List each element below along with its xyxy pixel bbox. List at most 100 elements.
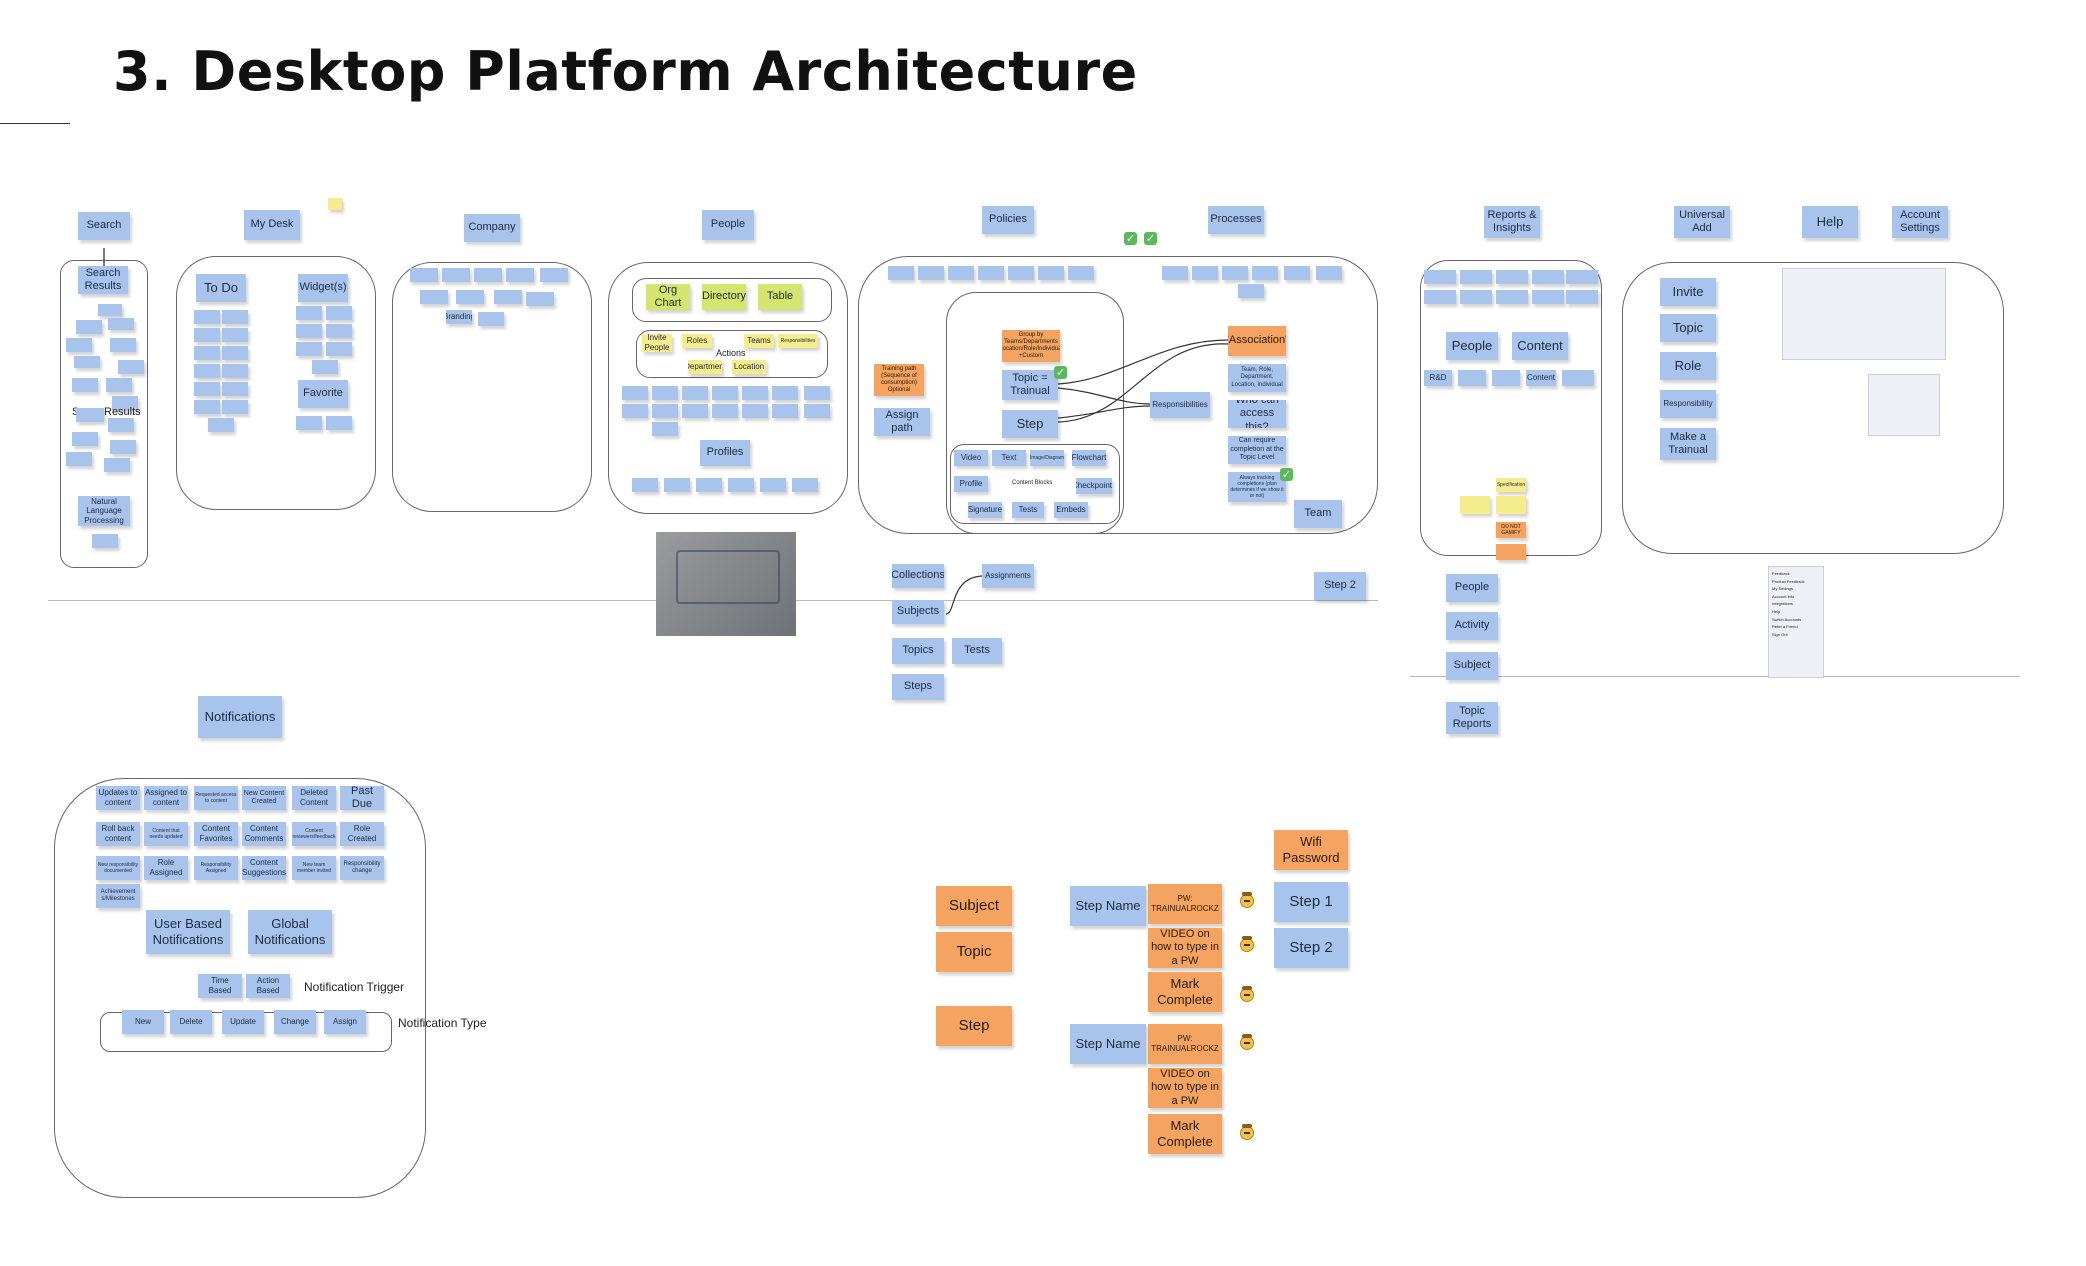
help-menu-item[interactable]: My Settings [1772, 586, 1793, 592]
who-access-note[interactable]: Who can access this? [1228, 400, 1286, 428]
notif-comments[interactable]: Content Comments [242, 822, 286, 846]
profile-block[interactable]: Profile [954, 476, 988, 492]
notif-role-created[interactable]: Role Created [340, 822, 384, 846]
checkpoints-block[interactable]: Checkpoints [1076, 478, 1112, 494]
notif-type-change[interactable]: Change [274, 1010, 316, 1034]
global-notifications[interactable]: Global Notifications [248, 910, 332, 954]
step-level[interactable]: Step [936, 1006, 1012, 1046]
user-based-notifications[interactable]: User Based Notifications [146, 910, 230, 954]
header-account-settings[interactable]: Account Settings [1892, 206, 1948, 238]
notif-requested-access[interactable]: Requested access to content [194, 786, 238, 810]
tests-note[interactable]: Tests [952, 638, 1002, 664]
invite-people-note[interactable]: Invite People [642, 334, 672, 352]
notif-achievements[interactable]: Achievement s/Milestones [96, 884, 140, 908]
activity-note[interactable]: Activity [1446, 612, 1498, 640]
help-menu-item[interactable]: Feedback [1772, 571, 1790, 576]
embeds-block[interactable]: Embeds [1054, 502, 1088, 518]
assignments-note[interactable]: Assignments [982, 564, 1034, 588]
header-policies[interactable]: Policies [982, 206, 1034, 234]
role-note[interactable]: Role [1660, 352, 1716, 380]
collections-note[interactable]: Collections [892, 564, 944, 588]
notif-needs-updated[interactable]: Content that needs updated [144, 822, 188, 846]
notif-type-update[interactable]: Update [222, 1010, 264, 1034]
notif-deleted-content[interactable]: Deleted Content [292, 786, 336, 810]
favorite-note[interactable]: Favorite [298, 380, 348, 408]
location-note[interactable]: Location [732, 360, 766, 374]
help-menu-item[interactable]: Account Info [1772, 593, 1795, 599]
notif-new-team-member[interactable]: New team member invited [292, 856, 336, 880]
step-name-2[interactable]: Step Name [1070, 1024, 1146, 1064]
profiles-note[interactable]: Profiles [700, 440, 750, 466]
text-block[interactable]: Text [992, 450, 1026, 466]
responsibilities-note[interactable]: Responsibilities [778, 334, 818, 348]
pw-note-1[interactable]: PW: TRAINUALROCKZ [1148, 884, 1222, 924]
step2-example-note[interactable]: Step 2 [1274, 928, 1348, 968]
notif-responsibility-change[interactable]: Responsibility change [340, 856, 384, 880]
header-help[interactable]: Help [1802, 206, 1858, 238]
make-trainual-note[interactable]: Make a Trainual [1660, 428, 1716, 460]
help-menu-item[interactable]: Help [1772, 608, 1781, 614]
r-and-d-note[interactable]: R&D [1424, 370, 1452, 386]
notif-new-responsibility[interactable]: New responsibility documented [96, 856, 140, 880]
search-results-note[interactable]: Search Results [78, 266, 128, 294]
department-note[interactable]: Department [688, 360, 722, 374]
topic-note[interactable]: Topic [1660, 314, 1716, 342]
topic-reports-note[interactable]: Topic Reports [1446, 702, 1498, 734]
nlp-note[interactable]: Natural Language Processing [78, 496, 130, 526]
association-note[interactable]: "Association" [1228, 326, 1286, 356]
help-menu-item[interactable]: Sign Out [1772, 631, 1788, 637]
always-tracking-note[interactable]: Always tracking completions (plan determ… [1228, 472, 1286, 502]
header-processes[interactable]: Processes [1208, 206, 1264, 234]
video-note-1[interactable]: VIDEO on how to type in a PW [1148, 928, 1222, 968]
header-universal-add[interactable]: Universal Add [1674, 206, 1730, 238]
responsibilities-note[interactable]: Responsibilities [1150, 392, 1210, 418]
video-note-2[interactable]: VIDEO on how to type in a PW [1148, 1068, 1222, 1108]
notif-type-new[interactable]: New [122, 1010, 164, 1034]
step-name-1[interactable]: Step Name [1070, 886, 1146, 926]
mark-complete-1[interactable]: Mark Complete [1148, 972, 1222, 1012]
image-diagram-block[interactable]: Image/Diagram [1030, 450, 1064, 466]
notif-suggestions[interactable]: Content Suggestions [242, 856, 286, 880]
notif-favorites[interactable]: Content Favorites [194, 822, 238, 846]
topics-note[interactable]: Topics [892, 638, 944, 664]
mark-complete-2[interactable]: Mark Complete [1148, 1114, 1222, 1154]
teams-note[interactable]: Teams [744, 334, 774, 348]
step2-note[interactable]: Step 2 [1314, 572, 1366, 600]
specification-note[interactable]: Specification [1496, 478, 1526, 492]
notif-new-content[interactable]: New Content Created [242, 786, 286, 810]
roles-note[interactable]: Roles [682, 334, 712, 348]
do-not-gamify-note[interactable]: DO NOT GAMIFY [1496, 522, 1526, 538]
help-menu-item[interactable]: Integrations [1772, 601, 1793, 607]
help-menu-item[interactable]: Product Feedback [1772, 578, 1805, 584]
notif-responsibility-assigned[interactable]: Responsibility Assigned [194, 856, 238, 880]
header-search[interactable]: Search [78, 212, 130, 240]
notif-roll-back[interactable]: Roll back content [96, 822, 140, 846]
step1-note[interactable]: Step 1 [1274, 882, 1348, 922]
topic-trainual-note[interactable]: Topic = Trainual [1002, 370, 1058, 400]
reports-content-note[interactable]: Content [1512, 332, 1568, 360]
wifi-password-note[interactable]: Wifi Password [1274, 830, 1348, 870]
table-note[interactable]: Table [758, 284, 802, 310]
todo-note[interactable]: To Do [196, 274, 246, 302]
signature-block[interactable]: Signature [968, 502, 1002, 518]
require-completion-note[interactable]: Can require completion at the Topic Leve… [1228, 436, 1286, 464]
notif-past-due[interactable]: Past Due [340, 786, 384, 810]
notif-role-assigned[interactable]: Role Assigned [144, 856, 188, 880]
branding-note[interactable]: Branding [446, 310, 472, 324]
topic-level[interactable]: Topic [936, 932, 1012, 972]
subject-note[interactable]: Subject [1446, 652, 1498, 680]
header-company[interactable]: Company [464, 214, 520, 242]
steps-note[interactable]: Steps [892, 674, 944, 700]
flowchart-block[interactable]: Flowchart [1072, 450, 1106, 466]
team-note[interactable]: Team [1294, 500, 1342, 528]
step-note[interactable]: Step [1002, 410, 1058, 438]
video-block[interactable]: Video [954, 450, 988, 466]
group-by-note[interactable]: Group by Teams/Departments Location/Role… [1002, 330, 1060, 362]
notifications-header[interactable]: Notifications [198, 696, 282, 738]
help-menu-item[interactable]: Refer a Friend [1772, 624, 1798, 630]
assign-path-note[interactable]: Assign path [874, 408, 930, 436]
reports-people-note[interactable]: People [1446, 332, 1498, 360]
notif-type-assign[interactable]: Assign [324, 1010, 366, 1034]
notif-reviewers[interactable]: Content reviewers/feedback [292, 822, 336, 846]
training-path-note[interactable]: Training path (Sequence of consumption) … [874, 364, 924, 396]
